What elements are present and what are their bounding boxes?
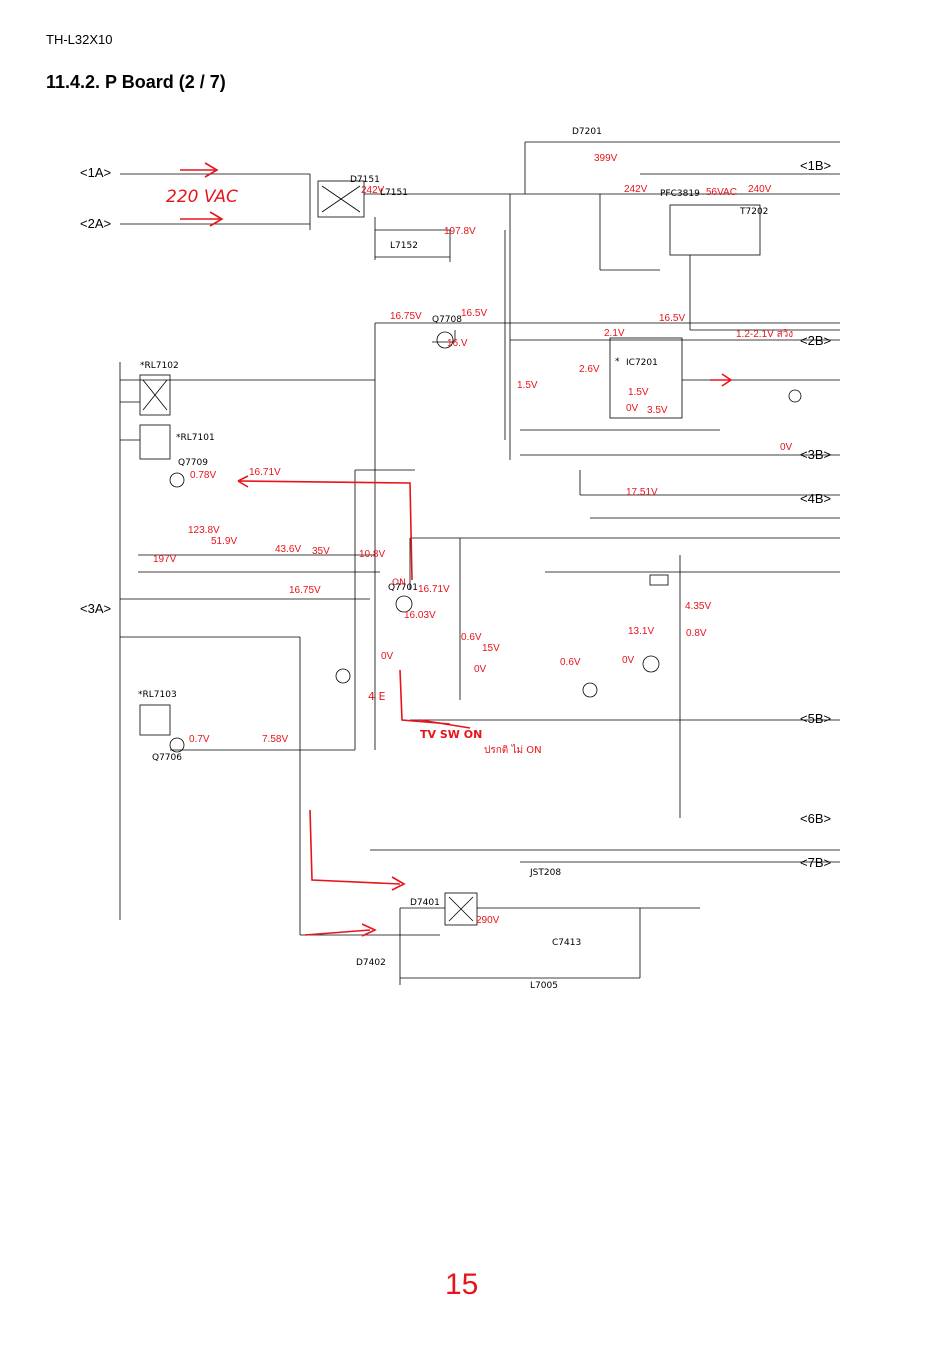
port-3B: <3B>: [800, 447, 831, 462]
port-7B: <7B>: [800, 855, 831, 870]
voltage-0-6v-a: 0.6V: [461, 632, 482, 643]
transistor-q7706-symbol: [169, 737, 185, 753]
label-l7152: L7152: [390, 241, 418, 251]
annotation-on: ON: [392, 578, 406, 588]
label-q7701: Q7701: [388, 583, 418, 593]
port-2A: <2A>: [80, 216, 111, 231]
ic-7704-symbol: [649, 574, 669, 586]
voltage-43-6v: 43.6V: [275, 544, 301, 555]
transistor-q7701-symbol: [395, 595, 413, 613]
port-6B: <6B>: [800, 811, 831, 826]
voltage-51-9v: 51.9V: [211, 536, 237, 547]
voltage-16v: 16.V: [447, 338, 468, 349]
voltage-17-51v: 17.51V: [626, 487, 658, 498]
voltage-0v-c: 0V: [381, 651, 394, 662]
voltage-0-6v-b: 0.6V: [560, 657, 581, 668]
voltage-240v: 240V: [748, 184, 772, 195]
label-rly3: *RL7103: [138, 690, 177, 700]
annotation-220vac: 220 VAC: [166, 187, 238, 207]
transistor-q7709-symbol: [169, 472, 185, 488]
label-t7202: T7202: [739, 207, 768, 217]
section-title: 11.4.2. P Board (2 / 7): [46, 72, 226, 92]
voltage-0v-e: 0V: [622, 655, 635, 666]
transistor-q7702-symbol: [582, 682, 598, 698]
port-1B: <1B>: [800, 158, 831, 173]
handwritten-annotations: 220 VAC ON TV SW ON ปรกติ ไม่ ON 4 E: [166, 187, 542, 756]
mosfet-symbol: [642, 655, 660, 673]
port-5B: <5B>: [800, 711, 831, 726]
voltage-swing: 1.2-2.1V สวิง: [736, 329, 793, 340]
label-l7005: L7005: [530, 981, 558, 991]
voltage-242v-b: 242V: [624, 184, 648, 195]
voltage-399v: 399V: [594, 153, 618, 164]
transistor-q7703-symbol: [335, 668, 351, 684]
voltage-16-5v-a: 16.5V: [461, 308, 487, 319]
voltage-0v-b: 0V: [780, 442, 793, 453]
voltage-7-58v: 7.58V: [262, 734, 288, 745]
voltage-16-75v-a: 16.75V: [390, 311, 422, 322]
voltage-0-78v: 0.78V: [190, 470, 216, 481]
voltage-0-8v: 0.8V: [686, 628, 707, 639]
annotation-normal-not-on: ปรกติ ไม่ ON: [484, 744, 542, 756]
label-l7151: L7151: [380, 188, 408, 198]
component-labels: D7151 L7151 L7152 D7201 PFC3819 T7202 Q7…: [138, 127, 768, 991]
page-number: 15: [445, 1268, 479, 1301]
label-q7709: Q7709: [178, 458, 208, 468]
label-d7151: D7151: [350, 175, 380, 185]
annotation-side-note: 4 E: [368, 690, 385, 703]
label-q7706: Q7706: [152, 753, 182, 763]
voltage-0v-a: 0V: [626, 403, 639, 414]
voltage-2-6v: 2.6V: [579, 364, 600, 375]
voltage-10-8v: 10.8V: [359, 549, 385, 560]
port-labels: <1A> <2A> <3A> <1B> <2B> <3B> <4B> <5B> …: [80, 158, 831, 870]
voltage-123-8v: 123.8V: [188, 525, 220, 536]
label-rly2: *RL7101: [176, 433, 215, 443]
voltage-readings: 399V 242V 242V 56VAC 240V 197.8V 16.75V …: [153, 153, 793, 926]
schematic-wires: [119, 141, 840, 985]
voltage-16-5v-b: 16.5V: [659, 313, 685, 324]
voltage-0v-d: 0V: [474, 664, 487, 675]
transistor-q7708-symbol: [436, 331, 454, 349]
label-jst: JST208: [529, 868, 561, 878]
label-d7201: D7201: [572, 127, 602, 137]
voltage-290v: 290V: [476, 915, 500, 926]
voltage-0-7v: 0.7V: [189, 734, 210, 745]
voltage-3-5v: 3.5V: [647, 405, 668, 416]
voltage-15v: 15V: [482, 643, 500, 654]
label-c7413: C7413: [552, 938, 581, 948]
port-1A: <1A>: [80, 165, 111, 180]
label-rly1: *RL7102: [140, 361, 179, 371]
voltage-197v: 197V: [153, 554, 177, 565]
transistor-q7202-symbol: [788, 389, 802, 403]
label-pfc: PFC3819: [660, 189, 700, 199]
label-ic7201: IC7201: [626, 358, 658, 368]
model-title: TH-L32X10: [46, 32, 113, 47]
label-q7708: Q7708: [432, 315, 462, 325]
voltage-16-71v-a: 16.71V: [249, 467, 281, 478]
component-symbols: [142, 185, 802, 922]
voltage-56vac: 56VAC: [706, 187, 737, 198]
voltage-16-75v-b: 16.75V: [289, 585, 321, 596]
voltage-16-71v-b: 16.71V: [418, 584, 450, 595]
voltage-1-5v-b: 1.5V: [628, 387, 649, 398]
voltage-4-35v: 4.35V: [685, 601, 711, 612]
label-d7401: D7401: [410, 898, 440, 908]
voltage-197-8v: 197.8V: [444, 226, 476, 237]
voltage-1-5v-a: 1.5V: [517, 380, 538, 391]
port-4B: <4B>: [800, 491, 831, 506]
voltage-13-1v: 13.1V: [628, 626, 654, 637]
port-2B: <2B>: [800, 333, 831, 348]
voltage-242v-a: 242V: [361, 185, 385, 196]
hand-annotation-marks: [180, 162, 733, 937]
label-d7402: D7402: [356, 958, 386, 968]
port-3A: <3A>: [80, 601, 111, 616]
voltage-2-1v: 2.1V: [604, 328, 625, 339]
voltage-35v: 35V: [312, 546, 330, 557]
annotation-tv-sw-on: TV SW ON: [420, 728, 482, 741]
label-ic7201-mark: *: [615, 357, 620, 367]
voltage-16-03v: 16.03V: [404, 610, 436, 621]
